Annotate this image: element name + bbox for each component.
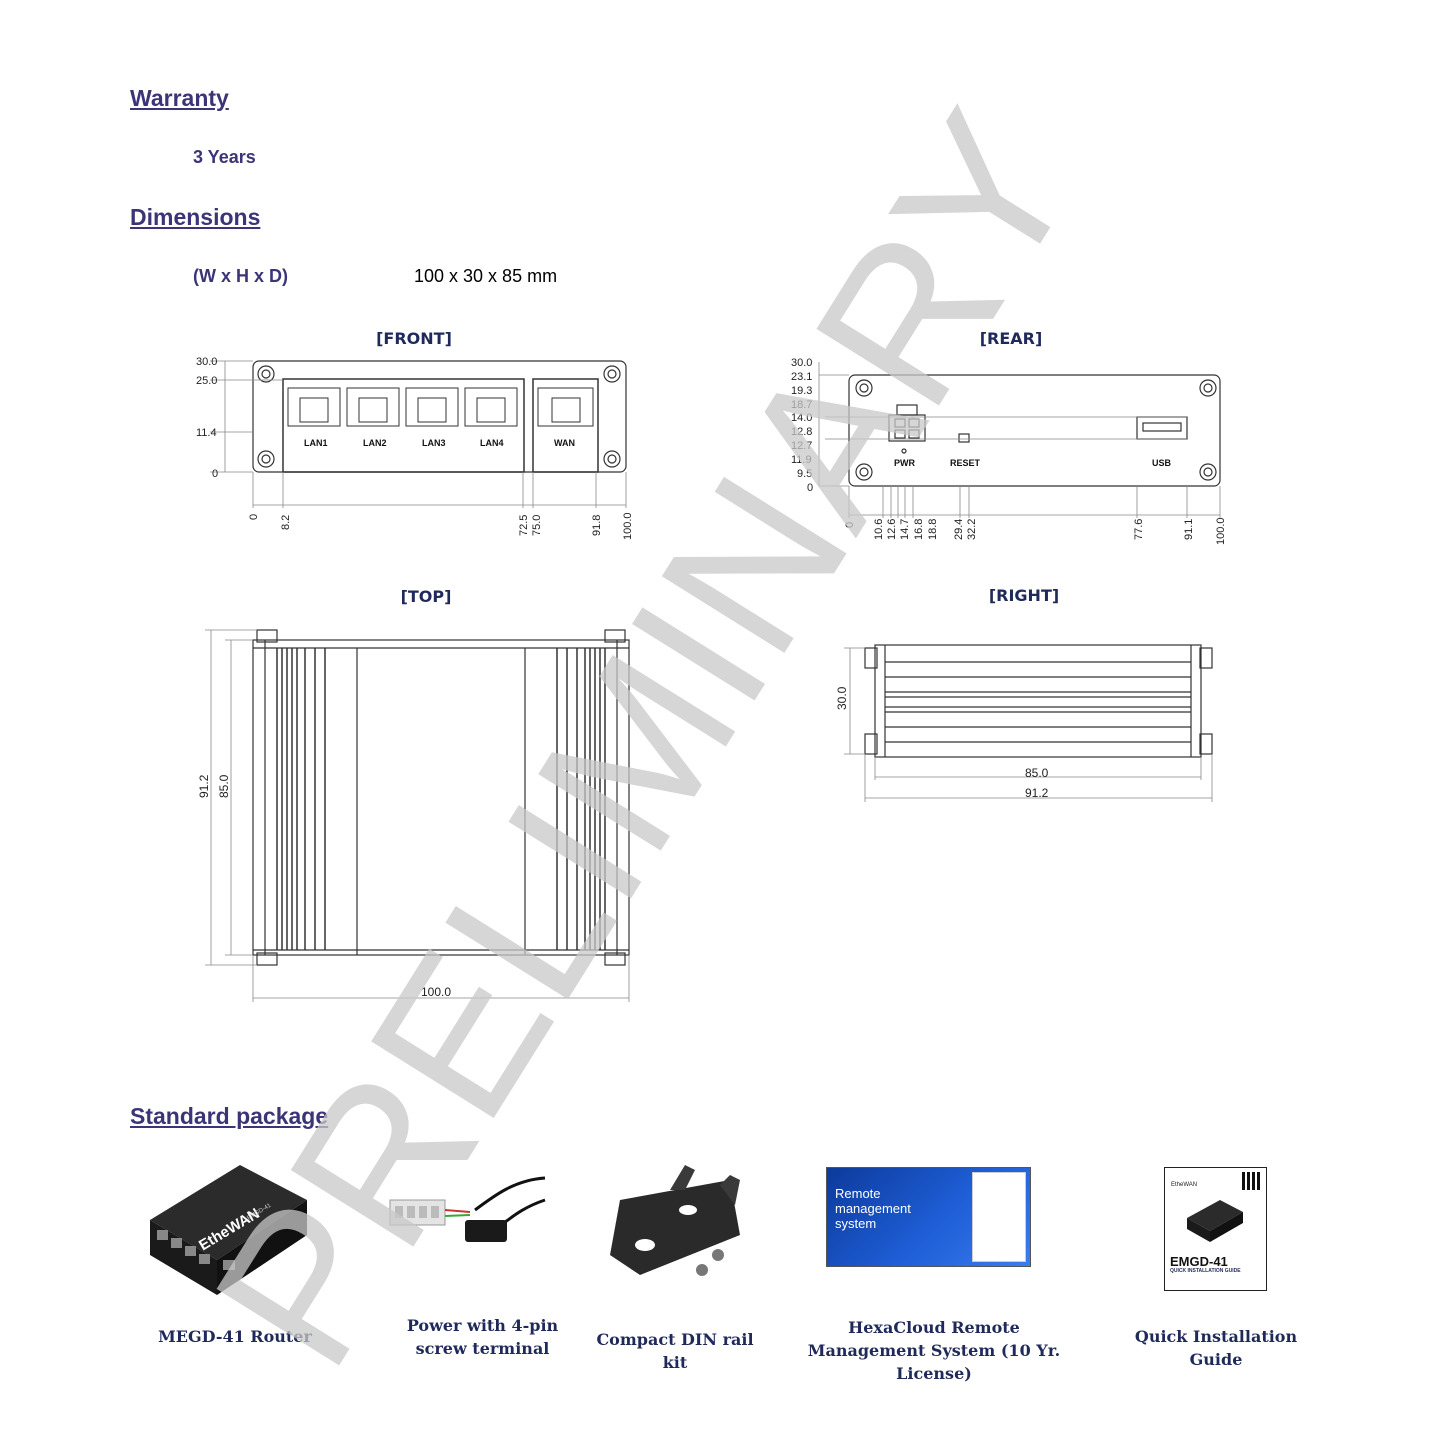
- rear-ydim: 11.9: [791, 454, 812, 466]
- front-xdim: 75.0: [531, 515, 543, 536]
- rear-view-label: [REAR]: [979, 329, 1043, 348]
- front-port-lan4: LAN4: [480, 438, 504, 448]
- rear-xdim: 12.6: [886, 519, 898, 540]
- front-port-lan3: LAN3: [422, 438, 446, 448]
- rear-ydim: 9.5: [797, 468, 812, 480]
- rear-xdim: 18.8: [927, 519, 939, 540]
- rear-ydim: 0: [807, 482, 813, 494]
- router-image: EtheWAN EMGD-41: [150, 1165, 307, 1295]
- rear-ydim: 19.3: [791, 385, 812, 397]
- rear-xdim: 77.6: [1133, 519, 1145, 540]
- rear-ydim: 30.0: [791, 357, 812, 369]
- rear-xdim: 32.2: [966, 519, 978, 540]
- front-ydim: 30.0: [196, 356, 217, 368]
- hexacloud-card-image: Remote management system: [826, 1167, 1031, 1267]
- rear-xdim: 10.6: [873, 519, 885, 540]
- rear-xdim: 91.1: [1183, 519, 1195, 540]
- caption-hexacloud: HexaCloud Remote Management System (10 Y…: [807, 1318, 1061, 1383]
- caption-router: MEGD-41 Router: [158, 1327, 312, 1346]
- top-view-drawing: 91.2 85.0 100.0: [197, 629, 630, 1002]
- top-dim-depth-total: 91.2: [197, 774, 211, 798]
- rear-xdim: 29.4: [953, 519, 965, 540]
- front-xdim: 72.5: [518, 515, 530, 536]
- qig-router-icon: [1187, 1200, 1243, 1242]
- rear-ydim: 23.1: [791, 371, 812, 383]
- rear-ydim: 18.7: [791, 399, 812, 411]
- rear-xdim: 14.7: [899, 519, 911, 540]
- front-xdim: 91.8: [591, 515, 603, 536]
- package-title: Standard package: [130, 1103, 329, 1129]
- qr-code-icon: [1242, 1172, 1260, 1190]
- hexacloud-card-panel: [972, 1172, 1026, 1262]
- qig-brand: EtheWAN: [1171, 1182, 1198, 1188]
- front-view-drawing: LAN1 LAN2 LAN3 LAN4 WAN 30.0 25.0 11.4 0…: [196, 356, 634, 540]
- rear-port-reset: RESET: [950, 458, 981, 468]
- rear-view-drawing: PWR RESET USB 30.0 23.1 19.3 18.7 14.0 1…: [791, 357, 1227, 545]
- front-view-label: [FRONT]: [376, 329, 452, 348]
- caption-power: Power with 4-pin screw terminal: [406, 1316, 559, 1358]
- right-view-drawing: 30.0 85.0 91.2: [835, 644, 1213, 802]
- rear-ydim: 12.7: [791, 440, 812, 452]
- right-dim-depth-total: 91.2: [1025, 786, 1049, 800]
- right-dim-height: 30.0: [835, 686, 849, 710]
- front-xdim: 100.0: [622, 512, 634, 540]
- front-port-lan2: LAN2: [363, 438, 387, 448]
- din-rail-image: [610, 1165, 740, 1276]
- top-dim-width: 100.0: [421, 985, 451, 999]
- rear-xdim: 100.0: [1215, 517, 1227, 545]
- warranty-value: 3 Years: [193, 147, 256, 167]
- power-cable-image: [389, 1176, 546, 1242]
- qig-subtitle: QUICK INSTALLATION GUIDE: [1170, 1268, 1241, 1274]
- hexacloud-card-text: Remote management system: [835, 1186, 911, 1231]
- top-view-label: [TOP]: [400, 587, 452, 606]
- warranty-title: Warranty: [130, 85, 229, 111]
- front-xdim: 0: [248, 514, 260, 520]
- dimensions-value: 100 x 30 x 85 mm: [414, 266, 558, 286]
- front-xdim: 8.2: [280, 515, 292, 530]
- caption-qig: Quick Installation Guide: [1134, 1327, 1298, 1369]
- rear-port-pwr: PWR: [894, 458, 915, 468]
- rear-ydim: 12.8: [791, 426, 812, 438]
- top-dim-depth: 85.0: [217, 774, 231, 798]
- rear-port-usb: USB: [1152, 458, 1172, 468]
- front-ydim: 25.0: [196, 375, 217, 387]
- front-port-wan: WAN: [554, 438, 575, 448]
- right-view-label: [RIGHT]: [988, 586, 1060, 605]
- dimensions-label: (W x H x D): [193, 266, 289, 286]
- rear-xdim: 16.8: [913, 519, 925, 540]
- qig-image: EtheWAN EMGD-41 QUICK INSTALLATION GUIDE: [1164, 1167, 1267, 1291]
- front-port-lan1: LAN1: [304, 438, 328, 448]
- caption-din-rail: Compact DIN rail kit: [596, 1330, 754, 1372]
- front-ydim: 0: [212, 468, 218, 480]
- qig-title: EMGD-41: [1170, 1254, 1228, 1269]
- rear-xdim: 0: [844, 522, 856, 528]
- dimensions-title: Dimensions: [130, 204, 261, 230]
- rear-ydim: 14.0: [791, 412, 812, 424]
- front-ydim: 11.4: [196, 427, 217, 439]
- right-dim-depth: 85.0: [1025, 766, 1049, 780]
